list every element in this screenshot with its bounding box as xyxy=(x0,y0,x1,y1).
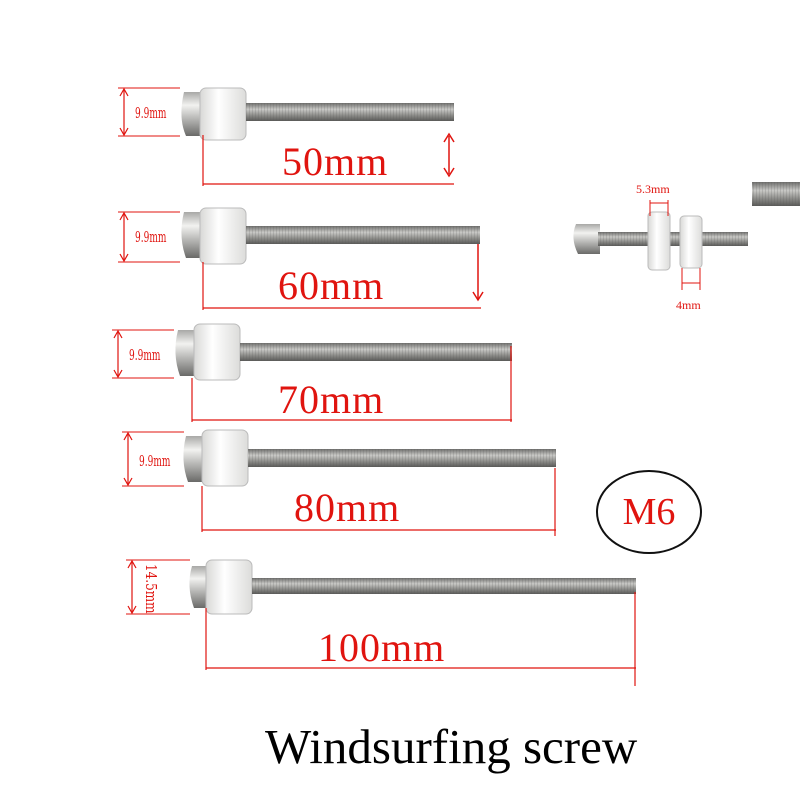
screw-60mm xyxy=(118,207,484,310)
screw-70mm xyxy=(112,323,512,422)
thread-spec-badge: M6 xyxy=(596,470,702,554)
length-label-80mm: 80mm xyxy=(294,485,401,530)
head-label-screw-3: 9.9mm xyxy=(129,346,161,364)
head-label-screw-5: 14.5mm xyxy=(142,564,160,614)
inset-washer-label: 5.3mm xyxy=(636,182,670,196)
screw-80mm xyxy=(122,429,556,536)
inset-spacer-label: 4mm xyxy=(676,298,701,312)
head-label-screw-1: 9.9mm xyxy=(135,104,167,122)
screw-100mm xyxy=(126,559,636,686)
length-label-60mm: 60mm xyxy=(278,263,385,308)
head-label-screw-2: 9.9mm xyxy=(135,228,167,246)
length-label-100mm: 100mm xyxy=(318,625,446,670)
inset-detail xyxy=(566,182,800,300)
product-caption: Windsurfing screw xyxy=(265,719,638,774)
length-label-70mm: 70mm xyxy=(278,377,385,422)
screw-50mm xyxy=(118,87,455,186)
head-label-screw-4: 9.9mm xyxy=(139,452,171,470)
length-label-50mm: 50mm xyxy=(282,139,389,184)
